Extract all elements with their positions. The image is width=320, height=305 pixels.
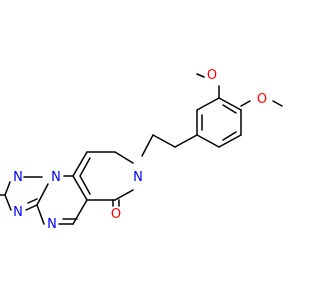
bond-n-triazole-bottom-c: [4, 194, 12, 211]
bond-ethyl-1: [174, 134, 198, 148]
bonds: [0, 73, 283, 225]
bond-n-pyrimidine-c: [36, 204, 45, 225]
bond-ch-ring-fusion: [72, 151, 88, 177]
bond-benzene-1: [218, 97, 242, 111]
bond-n-ch-top: [114, 151, 134, 164]
structure-svg: O O N O N N N N: [0, 0, 300, 300]
bond-benzene-4: [196, 134, 220, 148]
bond-carbonyl-c-n: [114, 189, 134, 201]
n-pyrimidine-label: N: [47, 217, 57, 232]
background: [0, 0, 300, 300]
o-carbonyl-label: O: [111, 207, 121, 222]
n-amide-label: N: [133, 170, 143, 185]
bond-c-n-fused: [36, 183, 49, 206]
bond-c-n-triazole-top: [4, 181, 11, 196]
bond-c-ch-bottom: [72, 199, 88, 225]
bond-c-n-triazole-bottom-inner: [27, 198, 38, 204]
o-meta-label: O: [207, 68, 217, 83]
n-fused-label: N: [51, 170, 61, 185]
n-triazole-top-label: N: [13, 170, 23, 185]
bond-pyridinone-inner-2: [79, 175, 91, 195]
bond-fusion-c: [72, 175, 88, 201]
bond-benzene-3: [218, 134, 242, 148]
bond-c-n-triazole-bottom: [25, 204, 38, 211]
bond-ring-o-para: [240, 100, 251, 107]
bond-o-para-methyl: [272, 100, 283, 107]
bond-methyl-o-meta: [196, 73, 205, 78]
n-triazole-bottom-label: N: [13, 205, 23, 220]
bond-benzene-inner-1: [222, 104, 237, 114]
bond-ethyl-2: [152, 134, 176, 148]
bond-pyridinone-inner-1: [79, 157, 91, 177]
bond-benzene-inner-2: [222, 131, 237, 141]
molecule-diagram: O O N O N N N N: [0, 0, 300, 300]
bond-ethyl-n: [141, 134, 154, 157]
o-para-label: O: [257, 92, 267, 107]
bond-benzene-6: [196, 97, 220, 111]
